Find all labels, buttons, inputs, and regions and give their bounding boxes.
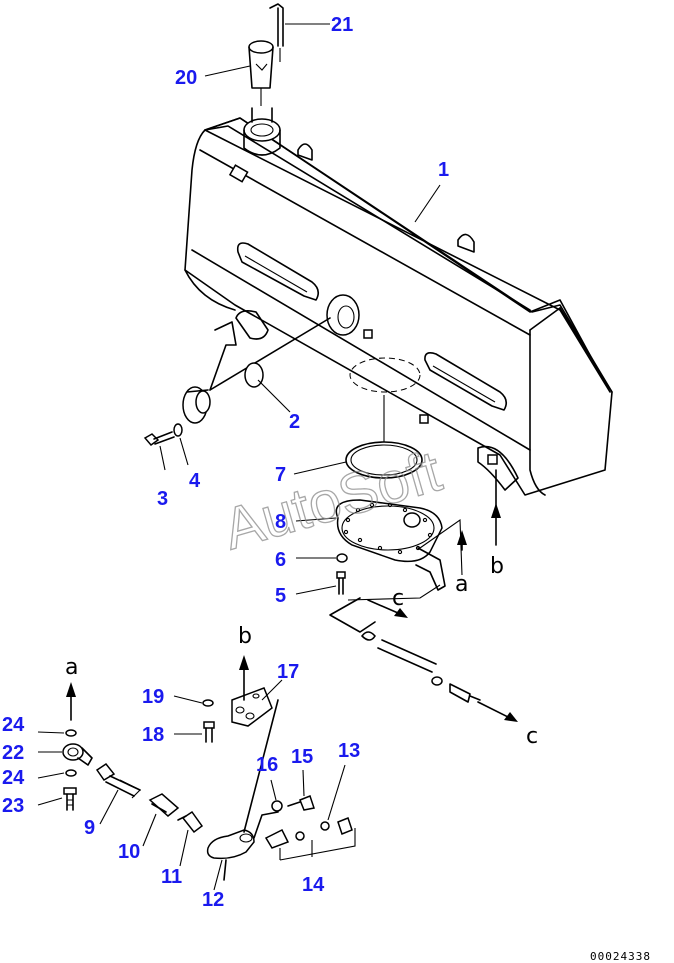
callout-2: 2: [289, 411, 300, 433]
callout-18: 18: [142, 724, 164, 746]
callout-6: 6: [275, 549, 286, 571]
ref-b-center: b: [238, 624, 252, 649]
banjo-fitting: [62, 743, 93, 811]
ref-c-right: c: [526, 724, 538, 749]
ref-a-right: a: [455, 572, 468, 597]
access-cover: [335, 395, 446, 595]
callout-11: 11: [161, 866, 182, 888]
callout-1: 1: [438, 159, 449, 181]
callout-24-top: 24: [2, 714, 25, 736]
callout-3: 3: [157, 488, 168, 510]
drawing-code: 00024338: [590, 950, 651, 963]
callout-20: 20: [175, 67, 197, 89]
reference-letters: a b c c b a: [65, 554, 538, 749]
callout-14: 14: [302, 874, 325, 896]
ref-a-left: a: [65, 655, 78, 680]
callout-22: 22: [2, 742, 24, 764]
callout-23: 23: [2, 795, 24, 817]
ref-b-right: b: [490, 554, 504, 579]
callout-9: 9: [84, 817, 95, 839]
hose: [95, 762, 141, 799]
elbow: [177, 810, 204, 834]
drain-valve: [206, 699, 279, 881]
callout-4: 4: [189, 470, 201, 492]
callout-21: 21: [331, 14, 353, 36]
callout-12: 12: [202, 889, 224, 911]
callout-5: 5: [275, 585, 286, 607]
arrow-a-right: [419, 518, 467, 576]
callout-19: 19: [142, 686, 164, 708]
leader-lines: [37, 23, 441, 891]
bracket-fasteners: [202, 699, 215, 743]
valve-fittings: [264, 795, 356, 861]
callout-15: 15: [291, 746, 313, 768]
callout-7: 7: [275, 464, 286, 486]
arrow-b-right: [491, 469, 501, 546]
callout-13: 13: [338, 740, 360, 762]
callout-17: 17: [277, 661, 299, 683]
callout-labels: 21 20 1 2 3 4 7 8 6 5 17 19 18 24 22 24 …: [2, 14, 449, 911]
callout-10: 10: [118, 841, 140, 863]
fuel-gauge-sender: [143, 317, 331, 447]
filler-strainer: [248, 40, 274, 106]
breather-pin: [269, 3, 284, 62]
adapter: [148, 793, 180, 817]
fuel-line-c: [329, 584, 518, 722]
callout-8: 8: [275, 511, 286, 533]
ref-c-mid: c: [392, 586, 404, 611]
callout-24-bottom: 24: [2, 767, 25, 789]
bracket: [231, 655, 273, 727]
callout-16: 16: [256, 754, 278, 776]
arrow-a-left: [65, 682, 77, 737]
fuel-tank: [184, 107, 613, 496]
